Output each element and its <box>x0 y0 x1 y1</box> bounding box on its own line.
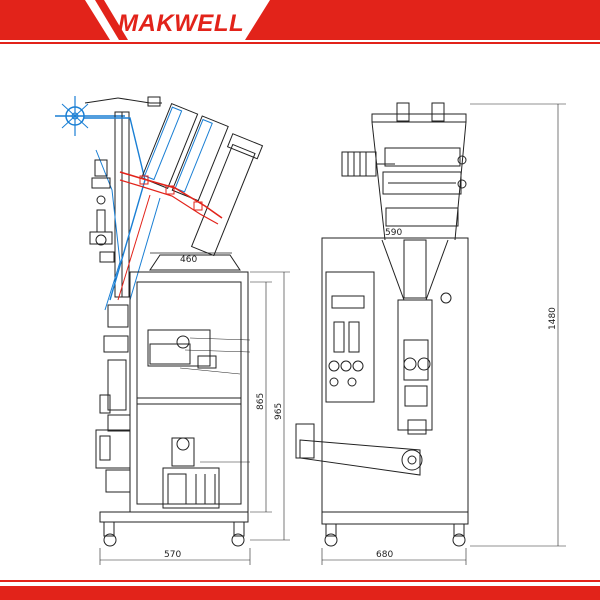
machine-drawing: 460 <box>55 96 566 565</box>
banner-stripe-left <box>95 0 128 40</box>
banner-red-right <box>245 0 600 40</box>
dim-front-total-height: 1480 <box>548 307 558 330</box>
dim-side-height-outer: 965 <box>274 403 284 420</box>
bottom-banner <box>0 580 600 600</box>
front-view: 590 <box>295 102 566 565</box>
side-view: 460 <box>55 96 290 565</box>
caster-wheel-icon <box>103 533 117 547</box>
dim-front-top-width: 590 <box>385 228 402 238</box>
caster-wheel-icon <box>324 533 338 547</box>
caster-wheel-icon <box>231 533 245 547</box>
dim-front-base-width: 680 <box>376 550 393 560</box>
dim-side-height-inner: 865 <box>256 393 266 410</box>
banner-red-left <box>0 0 110 40</box>
dim-side-base-width: 570 <box>164 550 181 560</box>
photo-sensor-icon <box>440 292 452 304</box>
caster-wheel-icon <box>452 533 466 547</box>
brand-logo: MAKWELL <box>118 10 245 37</box>
dim-side-top-width: 460 <box>180 255 197 265</box>
top-banner <box>0 0 600 52</box>
